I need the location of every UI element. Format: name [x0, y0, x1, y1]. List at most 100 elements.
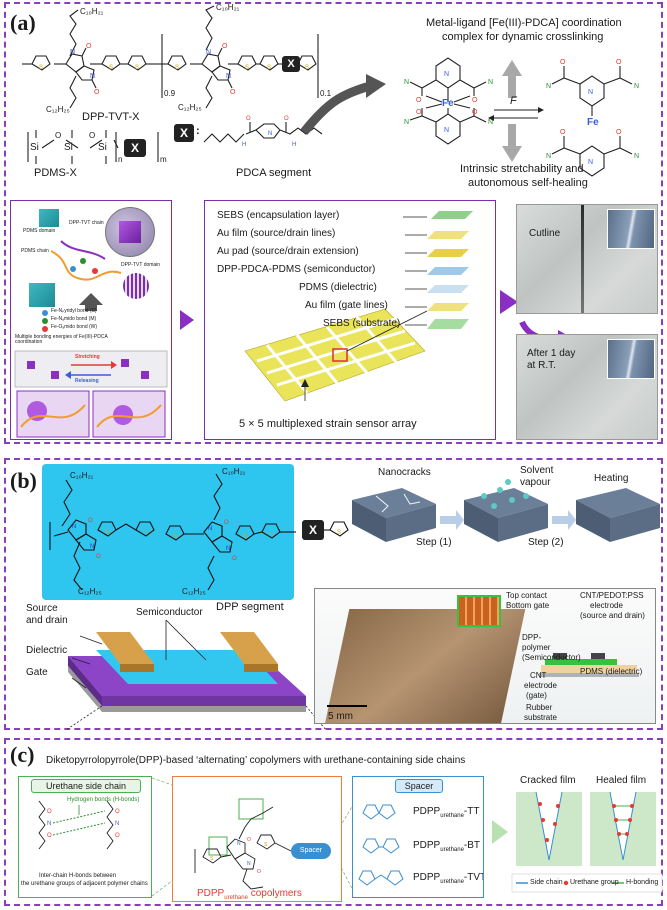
svg-text:S: S — [245, 65, 249, 71]
stretching-label: Stretching — [75, 354, 100, 360]
subscript-01: 0.1 — [320, 89, 332, 98]
mech-dpp-tvt-domain: DPP-TVT domain — [121, 262, 161, 268]
dpp-chain-label: C₁₂H₂₅ — [182, 587, 206, 596]
device-photo — [314, 588, 656, 724]
dpp-chain-label: C₁₂H₂₅ — [46, 105, 70, 114]
solvent-label-1: Solvent — [520, 465, 554, 476]
svg-text:N: N — [404, 119, 409, 126]
mech-pdms-chain: PDMS chain — [21, 248, 49, 254]
urethane-header: Urethane side chain — [31, 779, 141, 793]
svg-text:S: S — [173, 534, 177, 540]
svg-text:S: S — [105, 530, 109, 536]
spacer-box: Spacer PDPPurethane-TT PDPPurethane-BT P… — [352, 776, 484, 898]
device-schematic — [65, 619, 327, 731]
svg-text:O: O — [230, 89, 236, 96]
dpp-domain-ball — [123, 273, 149, 299]
si-atom: Si — [64, 142, 73, 153]
coord-title-line2: complex for dynamic crosslinking — [442, 31, 604, 43]
spacer-header: Spacer — [395, 779, 443, 793]
pdca-segment-label: PDCA segment — [236, 167, 312, 179]
micrograph-inset — [607, 339, 655, 379]
x-block: X — [124, 139, 146, 157]
svg-text:N: N — [444, 127, 449, 134]
svg-text:N: N — [208, 526, 212, 532]
dpp-tvt-x-label: DPP-TVT-X — [82, 111, 140, 123]
svg-text:S: S — [269, 532, 273, 538]
semiconductor-label: Semiconductor — [136, 607, 203, 618]
cracked-film-label: Cracked film — [520, 775, 576, 786]
svg-text:H: H — [292, 142, 296, 148]
source-drain-label-2: and drain — [26, 615, 68, 626]
svg-text:O: O — [246, 116, 251, 122]
device-stack-subpanel: SEBS (encapsulation layer) Au film (sour… — [204, 200, 496, 440]
panel-c-headline: Diketopyrrolopyrrole(DPP)-based ‘alterna… — [46, 755, 466, 766]
spacer-item-label: PDPPurethane-BT — [413, 840, 481, 853]
scale-label: 5 mm — [328, 711, 353, 722]
mini-stack — [539, 653, 639, 677]
fe-label-left: Fe — [442, 98, 454, 109]
x-block: X — [282, 56, 300, 72]
svg-text:S: S — [264, 842, 268, 848]
dpp-polymer-label-2: polymer — [522, 643, 551, 652]
thiophene-end: S — [324, 521, 349, 537]
dpp-chain-label: C₁₀H₂₁ — [80, 7, 104, 16]
subscript-m: m — [160, 155, 167, 164]
healed-film-label: Healed film — [596, 775, 647, 786]
cnt-electrode-label-2: electrode — [524, 681, 557, 690]
svg-text:N: N — [634, 153, 639, 160]
pdms-x-structure — [27, 130, 159, 164]
mech-dpp-tvt-chain: DPP-TVT chain — [69, 220, 104, 226]
panel-a-label: (a) — [10, 10, 36, 35]
svg-text:S: S — [243, 534, 247, 540]
after-day-label-2: at R.T. — [527, 360, 556, 371]
bond-s-label: Fe-Nₚyridyl bond (S) — [51, 308, 97, 314]
mechanism-subpanel: PDMS domain DPP-TVT chain PDMS chain DPP… — [10, 200, 172, 440]
layer-label: Au pad (source/drain extension) — [217, 246, 359, 257]
curved-arrow — [300, 74, 386, 135]
svg-text:O: O — [616, 59, 622, 66]
hbonds-label: Hydrogen bonds (H-bonds) — [67, 797, 140, 803]
green-arrow — [492, 820, 508, 844]
svg-text:S: S — [109, 65, 113, 71]
coord-title-line1: Metal-ligand [Fe(III)-PDCA] coordination — [426, 17, 622, 29]
svg-text:O: O — [247, 837, 251, 843]
purple-arrow — [500, 290, 518, 314]
dpp-segment-label: DPP segment — [216, 601, 284, 613]
cnt-electrode-label-3: (gate) — [526, 691, 547, 700]
svg-text:N: N — [588, 89, 593, 96]
panel-c: (c) Diketopyrrolopyrrole(DPP)-based ‘alt… — [4, 738, 663, 906]
bond-w-label: Fe-Oₐmido bond (W) — [51, 324, 98, 330]
svg-text:N: N — [226, 73, 231, 80]
stretch-line2: autonomous self-healing — [468, 177, 588, 189]
releasing-label: Releasing — [75, 378, 99, 384]
panel-b-label: (b) — [10, 468, 37, 493]
copolymer-label: PDPPurethane copolymers — [197, 888, 302, 901]
dpp-chain-label: C₁₀H₂₁ — [216, 3, 240, 12]
svg-text:O: O — [284, 116, 289, 122]
stretch-line1: Intrinsic stretchability and — [460, 163, 584, 175]
layer-label: SEBS (substrate) — [323, 318, 401, 329]
svg-text:N: N — [546, 153, 551, 160]
svg-text:O: O — [94, 89, 100, 96]
svg-text:S: S — [210, 856, 214, 862]
top-contact-label: Top contact — [506, 591, 547, 600]
svg-text:O: O — [232, 556, 237, 562]
panel-c-label: (c) — [10, 742, 35, 767]
svg-text:S: S — [337, 530, 341, 536]
svg-text:O: O — [416, 97, 422, 104]
pdms-dielectric-label: PDMS (dielectric) — [580, 667, 643, 676]
dpp-cube — [119, 221, 141, 243]
layer-label: Au film (source/drain lines) — [217, 228, 336, 239]
o-atom: O — [55, 131, 62, 140]
cutline-label: Cutline — [529, 228, 561, 239]
svg-text:N: N — [90, 73, 95, 80]
svg-text:O: O — [115, 809, 120, 815]
scale-bar — [327, 705, 367, 707]
micrograph-cutline: Cutline — [516, 204, 658, 314]
mechanism-chains — [14, 240, 168, 438]
